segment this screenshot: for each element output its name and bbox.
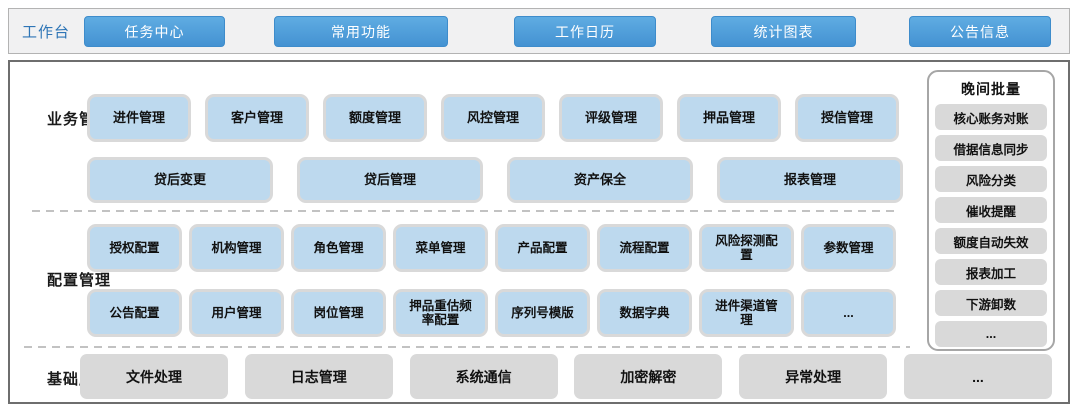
module-box: 流程配置 — [597, 224, 692, 272]
section-divider — [24, 346, 910, 348]
workbench-topbar: 工作台 任务中心 常用功能 工作日历 统计图表 公告信息 — [8, 8, 1070, 54]
module-box: 贷后管理 — [297, 157, 483, 203]
module-box: 押品重估频率配置 — [393, 289, 488, 337]
module-box: 额度管理 — [323, 94, 427, 142]
service-box: 异常处理 — [739, 354, 888, 399]
topbar-button-common-functions[interactable]: 常用功能 — [274, 16, 448, 47]
module-box: 评级管理 — [559, 94, 663, 142]
module-box: ... — [801, 289, 896, 337]
module-box: 报表管理 — [717, 157, 903, 203]
service-box: 文件处理 — [80, 354, 228, 399]
batch-item: 核心账务对账 — [935, 104, 1047, 130]
night-batch-title: 晚间批量 — [961, 81, 1021, 97]
module-box: 数据字典 — [597, 289, 692, 337]
module-box: 菜单管理 — [393, 224, 488, 272]
module-box: 客户管理 — [205, 94, 309, 142]
topbar-button-statistics-charts[interactable]: 统计图表 — [711, 16, 856, 47]
modules-panel: 业务管理 配置管理 基础服务 进件管理 客户管理 额度管理 风控管理 评级管理 … — [8, 60, 1070, 404]
service-box: 系统通信 — [409, 354, 558, 399]
night-batch-panel: 晚间批量 核心账务对账 借据信息同步 风险分类 催收提醒 额度自动失效 报表加工… — [927, 70, 1055, 351]
module-box: 风险探测配置 — [699, 224, 794, 272]
module-box: 机构管理 — [189, 224, 284, 272]
module-box: 押品管理 — [677, 94, 781, 142]
batch-item: ... — [935, 321, 1047, 347]
topbar-button-announcement-info[interactable]: 公告信息 — [909, 16, 1051, 47]
module-box: 角色管理 — [291, 224, 386, 272]
module-box: 进件管理 — [87, 94, 191, 142]
module-box: 风控管理 — [441, 94, 545, 142]
service-box: 日志管理 — [244, 354, 393, 399]
module-box: 参数管理 — [801, 224, 896, 272]
batch-item: 催收提醒 — [935, 197, 1047, 223]
section-label-config-management: 配置管理 — [47, 272, 112, 289]
batch-item: 报表加工 — [935, 259, 1047, 285]
batch-item: 额度自动失效 — [935, 228, 1047, 254]
module-box: 进件渠道管理 — [699, 289, 794, 337]
service-box: 加密解密 — [574, 354, 723, 399]
module-box: 授信管理 — [795, 94, 899, 142]
batch-item: 借据信息同步 — [935, 135, 1047, 161]
workbench-label: 工作台 — [22, 23, 71, 41]
base-services-row: 文件处理 日志管理 系统通信 加密解密 异常处理 ... — [80, 354, 1052, 399]
module-box: 产品配置 — [495, 224, 590, 272]
module-box: 授权配置 — [87, 224, 182, 272]
batch-item: 下游卸数 — [935, 290, 1047, 316]
batch-item: 风险分类 — [935, 166, 1047, 192]
module-box: 资产保全 — [507, 157, 693, 203]
section-divider — [32, 210, 898, 212]
service-box: ... — [903, 354, 1052, 399]
module-box: 用户管理 — [189, 289, 284, 337]
module-box: 岗位管理 — [291, 289, 386, 337]
topbar-button-task-center[interactable]: 任务中心 — [84, 16, 225, 47]
topbar-button-work-calendar[interactable]: 工作日历 — [514, 16, 656, 47]
module-box: 贷后变更 — [87, 157, 273, 203]
module-box: 序列号模版 — [495, 289, 590, 337]
module-box: 公告配置 — [87, 289, 182, 337]
